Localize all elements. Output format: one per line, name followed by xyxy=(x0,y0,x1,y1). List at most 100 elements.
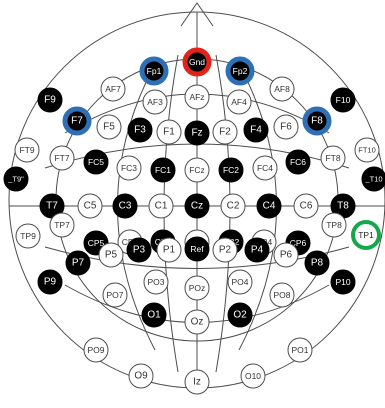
electrode-cz: Cz xyxy=(184,193,210,219)
electrode-marker xyxy=(330,87,356,113)
electrode-fc1: FC1 xyxy=(150,157,176,183)
electrode-f1: F1 xyxy=(156,119,182,145)
electrode-tp1: TP1 xyxy=(351,220,381,250)
electrode-label: O1 xyxy=(147,310,161,321)
electrode-marker xyxy=(139,56,169,86)
electrode-af3: AF3 xyxy=(142,89,168,115)
electrode-marker xyxy=(273,242,299,268)
electrode-label: FC6 xyxy=(290,157,306,167)
electrode-fc6: FC6 xyxy=(285,149,311,175)
electrode-label: F1 xyxy=(163,127,175,138)
electrode-label: FC5 xyxy=(88,157,104,167)
electrode-label: PO8 xyxy=(273,290,290,300)
electrode-fc2: FC2 xyxy=(218,157,244,183)
electrode-label: PO3 xyxy=(147,277,164,287)
electrode-marker xyxy=(212,237,238,263)
electrode-marker xyxy=(302,106,332,136)
electrode-label: TP7 xyxy=(54,220,70,230)
electrode-c5: C5 xyxy=(77,193,103,219)
electrode-p6: P6 xyxy=(273,242,299,268)
electrode-marker xyxy=(225,56,255,86)
electrode-marker xyxy=(83,337,109,363)
electrode-label: PO4 xyxy=(231,277,248,287)
electrode-p9: P9 xyxy=(37,269,63,295)
electrode-f6: F6 xyxy=(273,114,299,140)
electrode-c6: C6 xyxy=(293,193,319,219)
electrode-label: PO1 xyxy=(291,345,308,355)
electrode-label: AF4 xyxy=(231,97,247,107)
electrode-marker xyxy=(220,193,246,219)
electrode-fc3: FC3 xyxy=(116,155,142,181)
electrode-marker xyxy=(148,193,174,219)
electrode-fc5: FC5 xyxy=(83,149,109,175)
electrode-marker xyxy=(269,76,295,102)
electrode-marker xyxy=(116,155,142,181)
electrode-t10: _T10 xyxy=(361,166,385,192)
electrode-label: P6 xyxy=(280,250,293,261)
electrode-label: C3 xyxy=(119,201,132,212)
electrode-label: C6 xyxy=(300,201,313,212)
electrode-label: Cz xyxy=(191,201,203,212)
electrode-p8: P8 xyxy=(304,250,330,276)
electrode-af4: AF4 xyxy=(226,89,252,115)
electrode-o9: O9 xyxy=(128,363,154,389)
electrode-marker xyxy=(304,250,330,276)
electrode-marker xyxy=(184,369,210,395)
electrode-f3: F3 xyxy=(127,117,153,143)
electrode-iz: Iz xyxy=(184,369,210,395)
electrode-marker xyxy=(83,149,109,175)
electrode-p4: P4 xyxy=(244,237,270,263)
electrode-marker xyxy=(285,149,311,175)
electrode-label: T7 xyxy=(46,201,58,212)
electrode-o10: O10 xyxy=(240,363,266,389)
electrode-marker xyxy=(269,282,295,308)
electrode-marker xyxy=(37,87,63,113)
electrode-marker xyxy=(128,363,154,389)
electrode-marker xyxy=(65,250,91,276)
electrode-marker xyxy=(351,220,381,250)
electrode-label: PO7 xyxy=(106,290,123,300)
electrode-marker xyxy=(293,193,319,219)
electrode-t8: T8 xyxy=(330,193,356,219)
electrode-marker xyxy=(320,145,346,171)
electrode-label: TP8 xyxy=(326,220,342,230)
electrode-f7: F7 xyxy=(62,106,92,136)
electrode-label: P8 xyxy=(311,258,324,269)
electrode-marker xyxy=(156,119,182,145)
electrode-marker xyxy=(142,89,168,115)
electrode-f5: F5 xyxy=(96,114,122,140)
electrode-marker xyxy=(354,137,380,163)
electrode-marker xyxy=(49,212,75,238)
electrode-ref: Ref xyxy=(184,236,210,262)
electrode-marker xyxy=(226,89,252,115)
electrode-label: T8 xyxy=(337,201,349,212)
electrode-p10: P10 xyxy=(330,269,356,295)
electrode-label: AF3 xyxy=(147,97,163,107)
electrode-p7: P7 xyxy=(65,250,91,276)
electrode-label: P5 xyxy=(105,250,118,261)
electrode-label: P10 xyxy=(335,277,350,287)
electrode-marker xyxy=(184,84,210,110)
electrode-label: FT7 xyxy=(54,153,69,163)
electrode-label: F7 xyxy=(71,116,83,127)
electrode-label: _T9" xyxy=(7,175,24,184)
electrode-po8: PO8 xyxy=(269,282,295,308)
electrode-marker xyxy=(273,114,299,140)
electrode-marker xyxy=(14,137,40,163)
electrode-label: TP9 xyxy=(20,231,36,241)
electrode-label: FCz xyxy=(189,165,205,175)
electrode-ft7: FT7 xyxy=(49,145,75,171)
electrode-marker xyxy=(330,269,356,295)
electrode-po9: PO9 xyxy=(83,337,109,363)
electrode-p5: P5 xyxy=(98,242,124,268)
electrode-label: PO9 xyxy=(87,345,104,355)
electrode-p3: P3 xyxy=(126,237,152,263)
electrode-f8: F8 xyxy=(302,106,332,136)
electrode-label: AF7 xyxy=(105,84,121,94)
electrode-label: C4 xyxy=(263,201,276,212)
electrode-label: Fp2 xyxy=(233,66,248,76)
electrode-label: Ref xyxy=(190,244,204,254)
electrode-c1: C1 xyxy=(148,193,174,219)
electrode-label: F4 xyxy=(250,125,262,136)
